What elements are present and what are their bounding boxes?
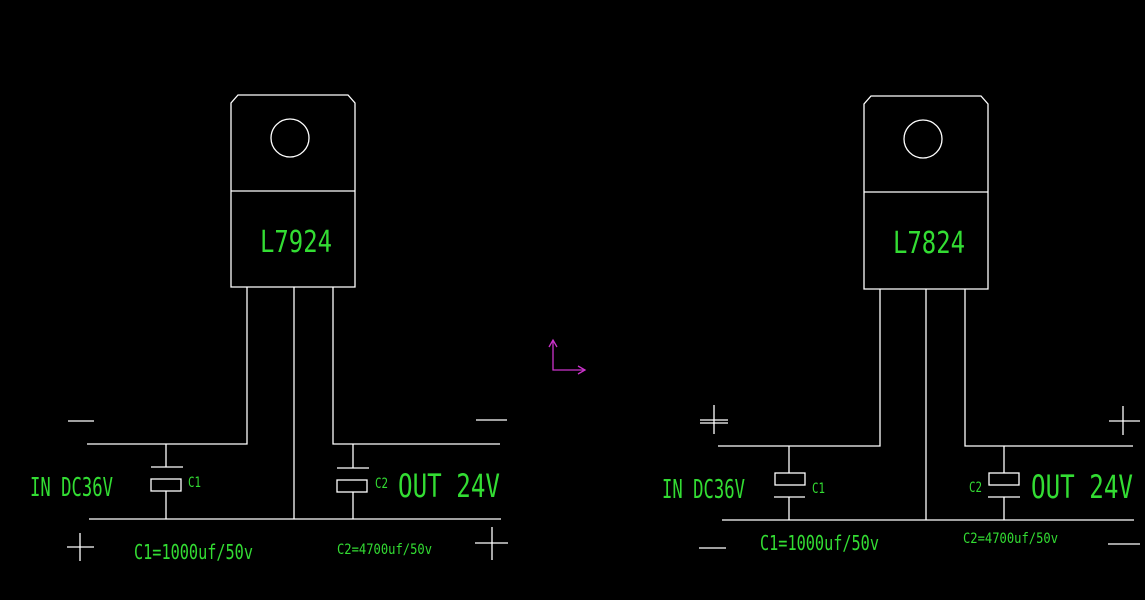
regulator-label: L7924: [260, 225, 332, 260]
input-label: IN DC36V: [662, 475, 745, 505]
regulator-package: [863, 95, 989, 290]
c2-value: C2=4700uf/50v: [963, 531, 1058, 547]
wires: [87, 287, 501, 520]
right-circuit: L7824 IN DC36V C1 C2 OUT 24V C1=1000uf/5…: [662, 95, 1140, 555]
c1-tag: C1: [812, 481, 825, 497]
c2-tag: C2: [375, 476, 388, 492]
left-circuit: L7924 IN DC36V C1 C2 OUT 24V C1=1000uf/5…: [30, 94, 508, 564]
regulator-package: [230, 94, 356, 288]
output-label: OUT 24V: [1031, 468, 1133, 506]
ucs-axis-icon: [548, 338, 587, 375]
wires: [718, 289, 1134, 521]
c2-value: C2=4700uf/50v: [337, 542, 432, 558]
c1-tag: C1: [188, 475, 201, 491]
c1-value: C1=1000uf/50v: [134, 540, 253, 564]
regulator-label: L7824: [893, 226, 965, 261]
polarity-marks: [699, 405, 1140, 549]
mounting-hole: [270, 118, 310, 158]
capacitor-c2: [988, 446, 1020, 520]
capacitor-c2: [336, 444, 369, 519]
polarity-marks: [67, 419, 508, 561]
input-label: IN DC36V: [30, 473, 113, 503]
capacitor-c1: [150, 444, 183, 519]
c1-value: C1=1000uf/50v: [760, 531, 879, 555]
mounting-hole: [903, 119, 943, 159]
capacitor-c1: [774, 446, 806, 520]
c2-tag: C2: [969, 480, 982, 496]
output-label: OUT 24V: [398, 467, 500, 505]
